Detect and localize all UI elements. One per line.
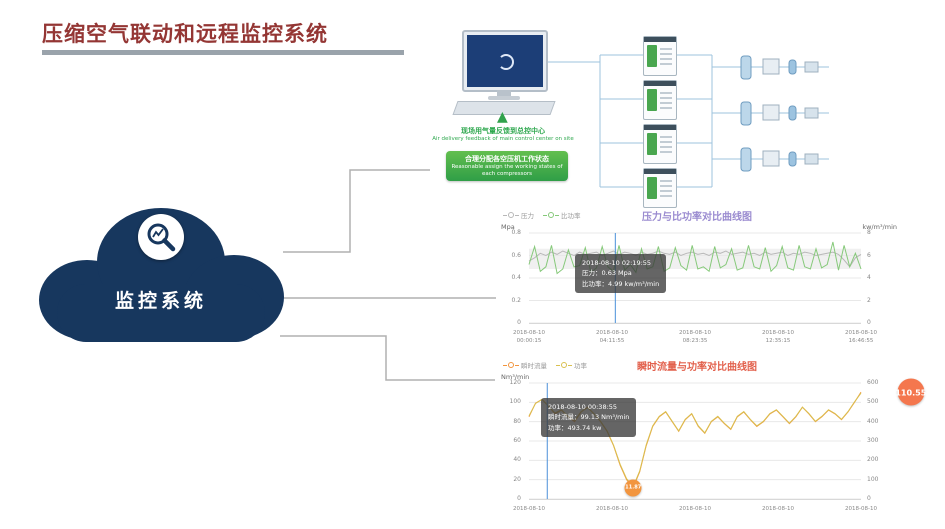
value-badge: 110.55 (895, 378, 926, 406)
axis-tick: 2018-08-10 (845, 506, 877, 512)
axis-tick: 120 (509, 379, 521, 386)
y-left-unit: Nm³/min (501, 373, 530, 381)
axis-tick: 0.6 (511, 251, 521, 259)
assign-note: 合理分配各空压机工作状态 Reasonable assign the worki… (446, 151, 568, 181)
axis-tick: 80 (513, 417, 521, 425)
tooltip-line: 2018-08-10 00:38:55 (548, 403, 618, 411)
chart-tooltip: 2018-08-10 00:38:55 瞬时流量：99.13 Nm³/min 功… (541, 398, 637, 438)
axis-tick: 600 (867, 379, 879, 386)
feedback-note-en: Air delivery feedback of main control ce… (432, 136, 574, 142)
tooltip-line: 2018-08-10 02:19:55 (582, 259, 652, 267)
axis-tick: 2018-08-10 (513, 506, 545, 512)
chart-legend: 瞬时流量功率 (503, 360, 587, 370)
axis-tick: 40 (513, 456, 521, 464)
legend-item[interactable]: 压力 (503, 210, 534, 220)
tooltip-line: 功率：493.74 kw (548, 423, 602, 432)
y-left-ticks: 120 100 80 60 40 20 0 (497, 379, 525, 502)
compressor-unit (643, 36, 677, 76)
y-left-ticks: 0.8 0.6 0.4 0.2 0 (497, 229, 525, 326)
legend-item[interactable]: 比功率 (543, 210, 581, 220)
axis-tick: 0 (867, 495, 871, 502)
axis-tick: 0 (867, 319, 871, 326)
chart-title: 压力与比功率对比曲线图 (642, 212, 752, 223)
y-right-ticks: 600 500 400 300 200 100 0 (863, 379, 895, 502)
air-treatment-group (733, 147, 829, 172)
feedback-note-cn: 现场用气量反馈到总控中心 (461, 127, 545, 135)
up-arrow-icon: ▲ (497, 109, 508, 125)
axis-tick: 2018-08-10 (679, 506, 711, 512)
axis-tick: 8 (867, 229, 871, 236)
assign-note-cn: 合理分配各空压机工作状态 (465, 155, 549, 163)
page-title: 压缩空气联动和远程监控系统 (42, 22, 328, 46)
monitor-base (488, 96, 520, 100)
x-ticks: 2018-08-10 2018-08-10 2018-08-10 2018-08-10… (513, 504, 877, 522)
chart-legend: 压力比功率 (503, 210, 581, 220)
axis-tick: 6 (867, 251, 871, 259)
air-treatment-group (733, 55, 829, 80)
chart-title: 瞬时流量与功率对比曲线图 (637, 362, 757, 373)
air-treatment-group (733, 101, 829, 126)
monitor-screen (467, 35, 543, 87)
axis-tick: 400 (867, 417, 879, 425)
axis-tick: 200 (867, 456, 879, 464)
axis-tick: 0.8 (511, 229, 521, 236)
axis-tick: 0 (517, 495, 521, 502)
axis-tick: 100 (867, 475, 879, 483)
legend-item[interactable]: 瞬时流量 (503, 360, 547, 370)
monitoring-cloud: 监控系统 (35, 192, 287, 360)
axis-tick: 300 (867, 437, 879, 444)
compressor-unit (643, 124, 677, 164)
cloud-label: 监控系统 (114, 290, 207, 312)
computer-monitor (462, 30, 548, 92)
y-left-unit: Mpa (501, 223, 515, 231)
axis-tick: 60 (513, 437, 521, 444)
legend-item[interactable]: 功率 (556, 360, 587, 370)
tooltip-line: 瞬时流量：99.13 Nm³/min (548, 413, 630, 422)
axis-tick: 4 (867, 274, 871, 281)
axis-tick: 0 (517, 319, 521, 326)
axis-tick: 0.4 (511, 274, 521, 281)
monitor-stand (497, 90, 511, 96)
compressor-unit (643, 80, 677, 120)
assign-note-en: Reasonable assign the working states of … (451, 164, 563, 177)
feedback-note: 现场用气量反馈到总控中心 Air delivery feedback of ma… (428, 126, 578, 143)
series-line (528, 241, 862, 275)
value-badge: 11.87 (624, 479, 642, 497)
title-underline (42, 50, 404, 55)
cloud-shape (39, 208, 284, 342)
flow-power-chart: 瞬时流量与功率对比曲线图 瞬时流量功率 Nm³/min 120 100 80 60 40… (497, 356, 926, 524)
chart-tooltip: 2018-08-10 02:19:55 压力：0.63 Mpa 比功率：4.99… (575, 254, 667, 294)
y-right-ticks: 8 6 4 2 0 (863, 229, 895, 326)
axis-tick: 2 (867, 296, 871, 304)
axis-tick: 20 (513, 475, 521, 483)
tooltip-line: 压力：0.63 Mpa (582, 269, 632, 278)
axis-tick: 2018-08-10 (596, 506, 628, 512)
tooltip-line: 比功率：4.99 kw/m³/min (582, 279, 660, 288)
compressor-unit (643, 168, 677, 208)
y-right-unit: kw/m³/min (862, 223, 897, 231)
axis-tick: 2018-08-10 (762, 506, 794, 512)
axis-tick: 100 (509, 398, 521, 406)
axis-tick: 500 (867, 398, 879, 406)
axis-tick: 0.2 (511, 296, 521, 304)
magnifier-icon (138, 214, 184, 260)
